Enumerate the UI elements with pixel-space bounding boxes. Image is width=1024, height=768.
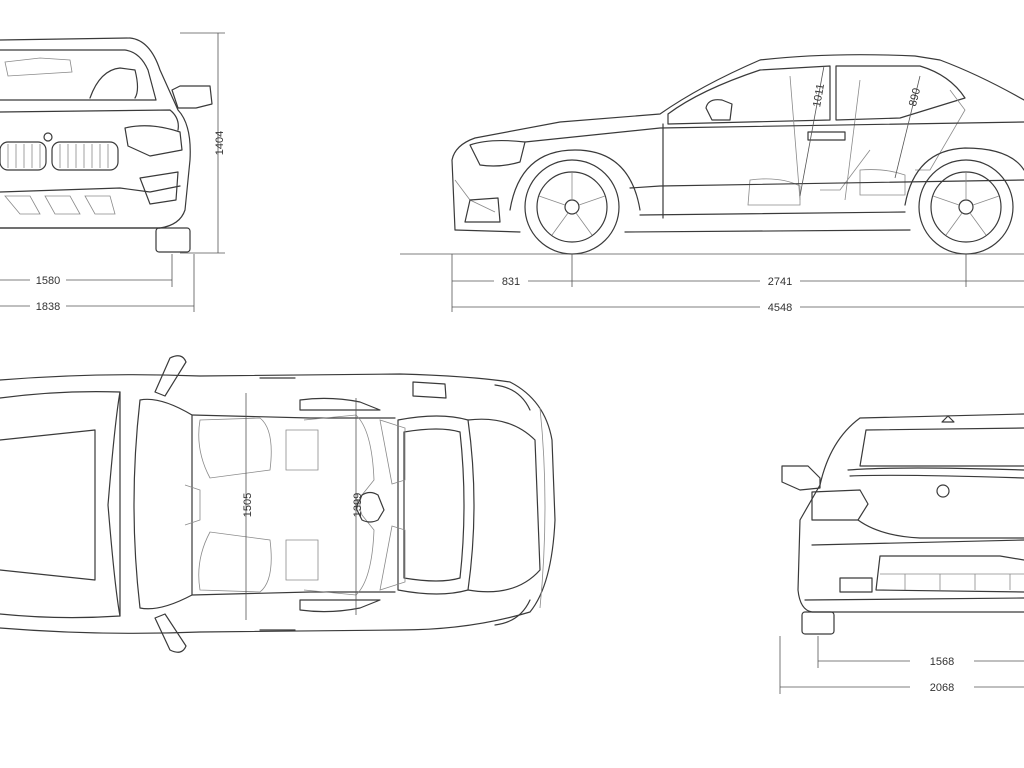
top-view [0, 355, 556, 653]
wheelbase-label: 2741 [768, 276, 792, 288]
shoulder-rear-label: 1399 [352, 493, 364, 517]
top-dimensions: 1505 1399 [242, 393, 364, 620]
rear-width-label: 2068 [930, 682, 954, 694]
front-width-label: 1838 [36, 301, 60, 313]
bmw-logo-icon [43, 132, 53, 142]
side-length-dimensions: 831 2741 4548 [400, 253, 1024, 314]
rear-dimensions: 1568 2068 [779, 636, 1024, 694]
side-rear-wheel [918, 159, 1014, 255]
front-overhang-label: 831 [502, 276, 520, 288]
front-view [0, 37, 213, 253]
front-dimensions: 1404 1580 1838 [0, 32, 226, 313]
shoulder-front-label: 1505 [242, 493, 254, 517]
bmw-logo-icon [936, 484, 950, 498]
front-height-label: 1404 [214, 131, 226, 155]
side-headroom-dimensions: 1011 890 [799, 65, 923, 197]
rear-view [781, 413, 1024, 635]
headroom-rear-label: 890 [907, 87, 923, 108]
rear-track-label: 1568 [930, 656, 954, 668]
side-front-wheel [524, 159, 620, 255]
side-view [451, 54, 1024, 233]
headroom-front-label: 1011 [811, 83, 827, 108]
length-label: 4548 [768, 302, 792, 314]
front-track-label: 1580 [36, 275, 60, 287]
